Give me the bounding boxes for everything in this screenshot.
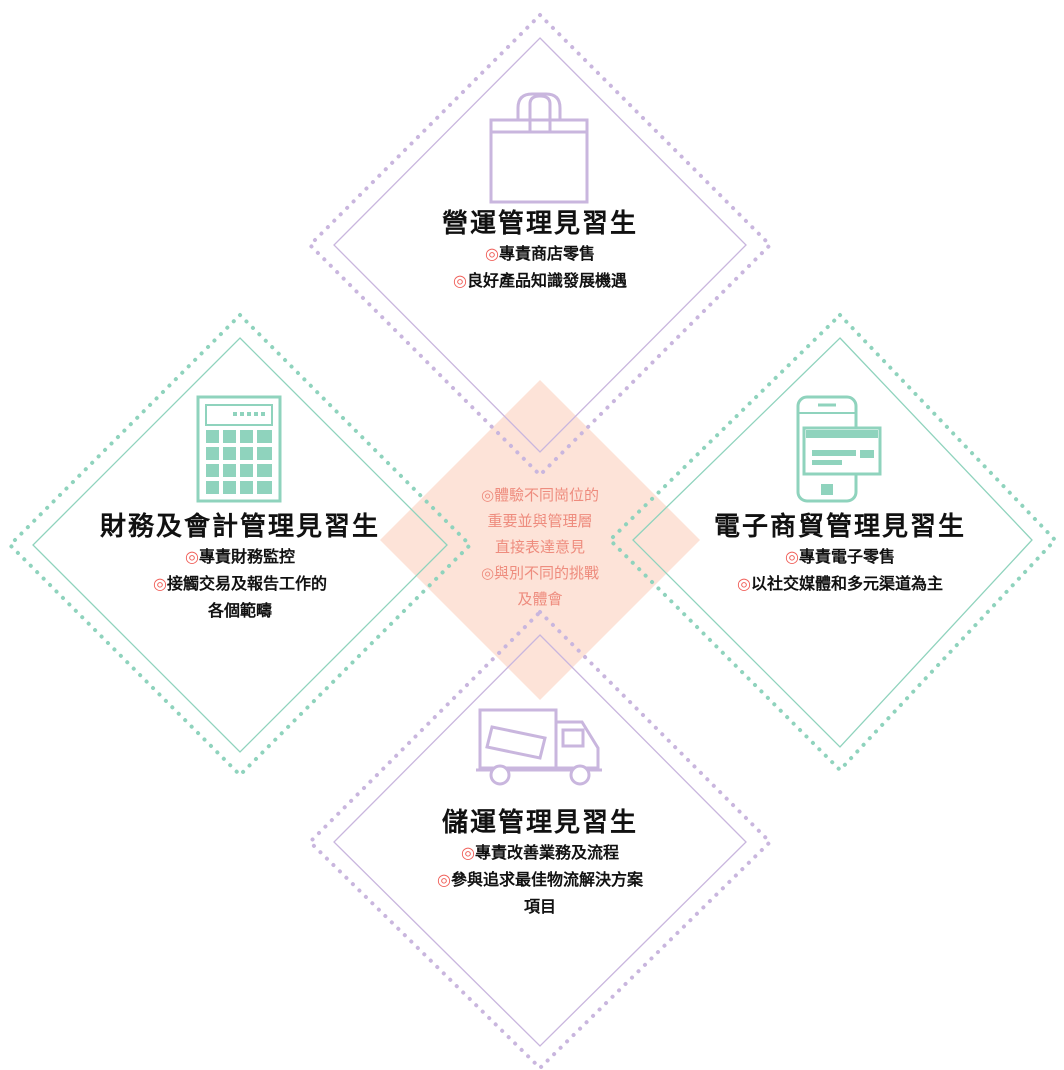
- bottom-bullet-continuation: 項目: [523, 897, 556, 916]
- left-bullet-2: ◎接觸交易及報告工作的: [153, 574, 327, 593]
- top-role-title: 營運管理見習生: [441, 209, 638, 239]
- center-line-3: 直接表達意見: [494, 538, 585, 556]
- right-role-block: 電子商貿管理見習生 ◎專責電子零售 ◎以社交媒體和多元渠道為主: [670, 511, 1010, 597]
- delivery-truck-icon: [476, 708, 602, 786]
- bottom-inner-diamond: [333, 634, 747, 1047]
- center-diamond: [380, 380, 700, 700]
- center-text: ◎體驗不同崗位的 重要並與管理層 直接表達意見 ◎與別不同的挑戰 及體會: [440, 482, 640, 612]
- center-line-2: 重要並與管理層: [487, 512, 593, 530]
- mobile-card-icon: [796, 395, 882, 503]
- bullet-target-icon: ◎: [485, 244, 499, 263]
- right-outer-dotted-diamond: [607, 312, 1058, 773]
- left-role-title: 財務及會計管理見習生: [99, 512, 380, 542]
- bullet-target-icon: ◎: [185, 547, 199, 566]
- left-bullet-1: ◎專責財務監控: [185, 547, 295, 566]
- right-bullet-2: ◎以社交媒體和多元渠道為主: [737, 574, 943, 593]
- top-bullet-1: ◎專責商店零售: [485, 244, 595, 263]
- bottom-bullet-1: ◎專責改善業務及流程: [461, 843, 619, 862]
- calculator-icon: [196, 395, 282, 503]
- center-line-1: ◎體驗不同崗位的: [480, 486, 600, 504]
- bullet-target-icon: ◎: [737, 574, 751, 593]
- top-bullet-2: ◎良好產品知識發展機遇: [453, 271, 627, 290]
- bullet-target-icon: ◎: [461, 843, 475, 862]
- right-inner-diamond: [632, 337, 1033, 748]
- bullet-target-icon: ◎: [153, 574, 167, 593]
- left-outer-dotted-diamond: [7, 312, 473, 778]
- shopping-bag-icon: [489, 92, 589, 204]
- left-inner-diamond: [32, 337, 448, 753]
- center-line-5: 及體會: [517, 590, 563, 608]
- left-role-block: 財務及會計管理見習生 ◎專責財務監控 ◎接觸交易及報告工作的 各個範疇: [70, 511, 410, 624]
- top-inner-diamond: [333, 37, 747, 453]
- top-role-block: 營運管理見習生 ◎專責商店零售 ◎良好產品知識發展機遇: [380, 208, 700, 294]
- bullet-target-icon: ◎: [453, 271, 467, 290]
- center-line-4: ◎與別不同的挑戰: [480, 564, 600, 582]
- bottom-role-block: 儲運管理見習生 ◎專責改善業務及流程 ◎參與追求最佳物流解決方案 項目: [370, 807, 710, 920]
- bullet-target-icon: ◎: [785, 547, 799, 566]
- bottom-role-title: 儲運管理見習生: [441, 808, 638, 838]
- bottom-outer-dotted-diamond: [307, 609, 773, 1070]
- left-bullet-continuation: 各個範疇: [207, 601, 272, 620]
- bullet-target-icon: ◎: [437, 870, 451, 889]
- top-outer-dotted-diamond: [307, 12, 773, 478]
- bottom-bullet-2: ◎參與追求最佳物流解決方案: [437, 870, 643, 889]
- right-role-title: 電子商貿管理見習生: [713, 512, 966, 542]
- right-bullet-1: ◎專責電子零售: [785, 547, 895, 566]
